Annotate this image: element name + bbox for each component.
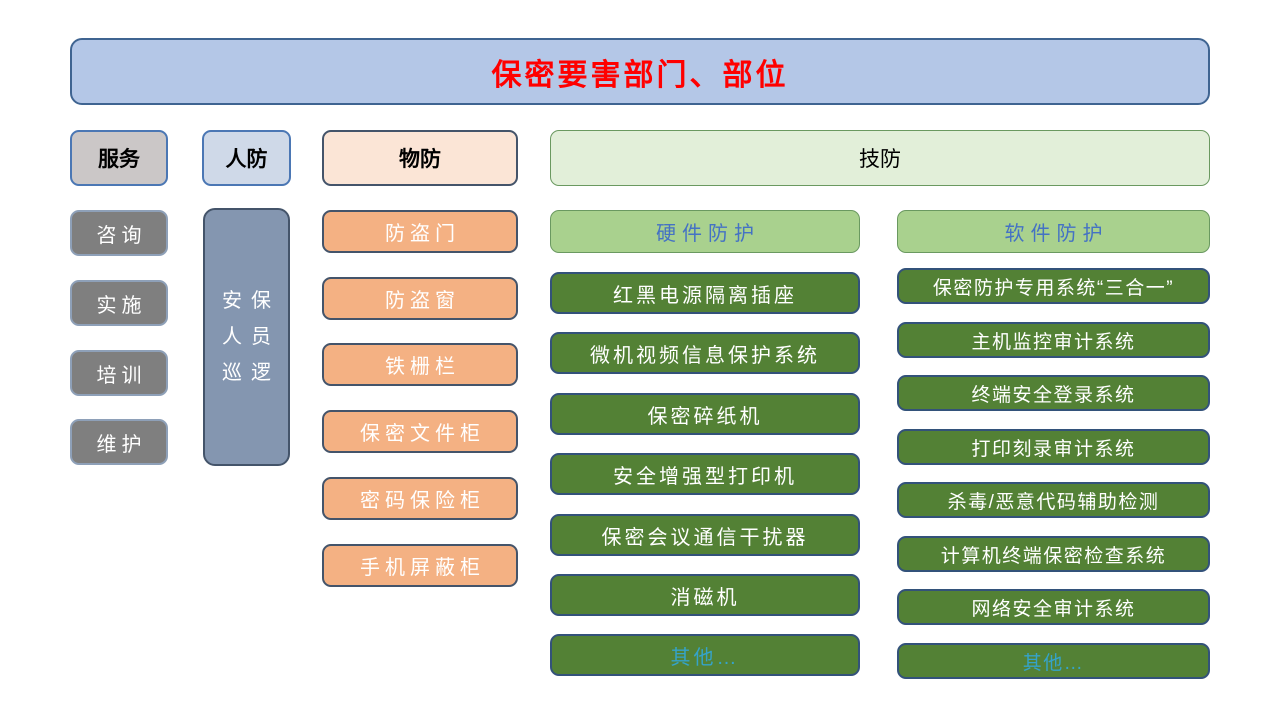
hardware-item-comm-jammer: 保密会议通信干扰器 (550, 514, 860, 556)
physical-item-phone-shield: 手机屏蔽柜 (322, 544, 518, 587)
hardware-item-video-protection: 微机视频信息保护系统 (550, 332, 860, 374)
personnel-line: 安保 (222, 290, 280, 312)
software-item-antivirus-detection: 杀毒/恶意代码辅助检测 (897, 482, 1210, 518)
subheader-software: 软件防护 (897, 210, 1210, 253)
software-item-other: 其他… (897, 643, 1210, 679)
service-item-consulting: 咨询 (70, 210, 168, 256)
physical-item-security-window: 防盗窗 (322, 277, 518, 320)
service-item-implementation: 实施 (70, 280, 168, 326)
hardware-item-secure-printer: 安全增强型打印机 (550, 453, 860, 495)
personnel-line: 巡逻 (222, 362, 280, 384)
personnel-line: 人员 (222, 326, 280, 348)
service-item-training: 培训 (70, 350, 168, 396)
subheader-hardware: 硬件防护 (550, 210, 860, 253)
hardware-item-power-isolation-socket: 红黑电源隔离插座 (550, 272, 860, 314)
header-service: 服务 (70, 130, 168, 186)
header-physical: 物防 (322, 130, 518, 186)
software-item-network-audit: 网络安全审计系统 (897, 589, 1210, 625)
physical-item-document-cabinet: 保密文件柜 (322, 410, 518, 453)
physical-item-security-door: 防盗门 (322, 210, 518, 253)
hardware-item-degausser: 消磁机 (550, 574, 860, 616)
header-technical: 技防 (550, 130, 1210, 186)
software-item-three-in-one: 保密防护专用系统“三合一” (897, 268, 1210, 304)
physical-item-iron-fence: 铁栅栏 (322, 343, 518, 386)
software-item-terminal-login: 终端安全登录系统 (897, 375, 1210, 411)
personnel-patrol-box: 安保 人员 巡逻 (203, 208, 290, 466)
header-personnel: 人防 (202, 130, 291, 186)
page-title: 保密要害部门、部位 (491, 58, 789, 92)
hardware-item-shredder: 保密碎纸机 (550, 393, 860, 435)
software-item-terminal-inspection: 计算机终端保密检查系统 (897, 536, 1210, 572)
service-item-maintenance: 维护 (70, 419, 168, 465)
software-item-print-burn-audit: 打印刻录审计系统 (897, 429, 1210, 465)
software-item-host-monitor-audit: 主机监控审计系统 (897, 322, 1210, 358)
physical-item-password-safe: 密码保险柜 (322, 477, 518, 520)
title-box: 保密要害部门、部位 (70, 38, 1210, 105)
hardware-item-other: 其他… (550, 634, 860, 676)
